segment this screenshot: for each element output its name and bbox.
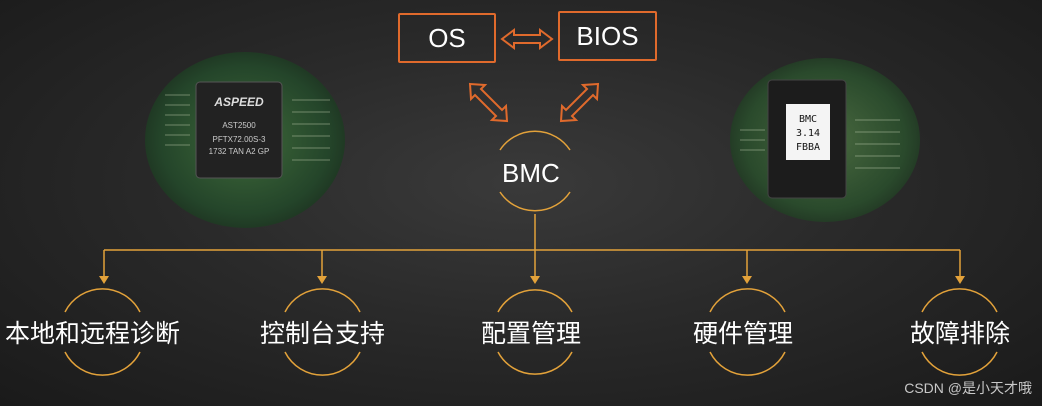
chip-line2: PFTX72.00S-3 <box>213 135 266 144</box>
bmc-label-line1: BMC <box>799 114 817 125</box>
os-bmc-arrow <box>468 82 509 123</box>
bmc-node-label: BMC <box>502 158 560 188</box>
function-troubleshooting: 故障排除 <box>910 319 1011 348</box>
bmc-label-line3: FBBA <box>796 142 820 153</box>
function-config-management: 配置管理 <box>481 319 582 348</box>
bios-bmc-arrow <box>559 82 600 123</box>
bios-node-label: BIOS <box>576 20 639 51</box>
tree-connectors <box>103 214 961 280</box>
function-node-arcs <box>64 288 998 376</box>
chip-line3: 1732 TAN A2 GP <box>209 147 270 156</box>
bios-node: BIOS <box>558 11 657 61</box>
aspeed-chip-photo: ASPEED AST2500 PFTX72.00S-3 1732 TAN A2 … <box>145 52 345 228</box>
function-console-support: 控制台支持 <box>260 319 386 348</box>
os-node: OS <box>398 13 496 63</box>
bmc-chip-photo: BMC 3.14 FBBA <box>730 58 920 222</box>
bmc-node-arcs <box>499 130 571 212</box>
os-node-label: OS <box>428 22 466 53</box>
connector-arrowheads <box>99 276 965 284</box>
chip-brand: ASPEED <box>213 95 264 109</box>
os-bios-arrow <box>500 28 554 50</box>
chip-model: AST2500 <box>222 121 256 130</box>
function-hardware-management: 硬件管理 <box>693 319 794 348</box>
function-remote-diagnostics: 本地和远程诊断 <box>5 319 181 348</box>
csdn-watermark: CSDN @是小天才哦 <box>904 380 1032 396</box>
bmc-label-line2: 3.14 <box>796 128 820 139</box>
